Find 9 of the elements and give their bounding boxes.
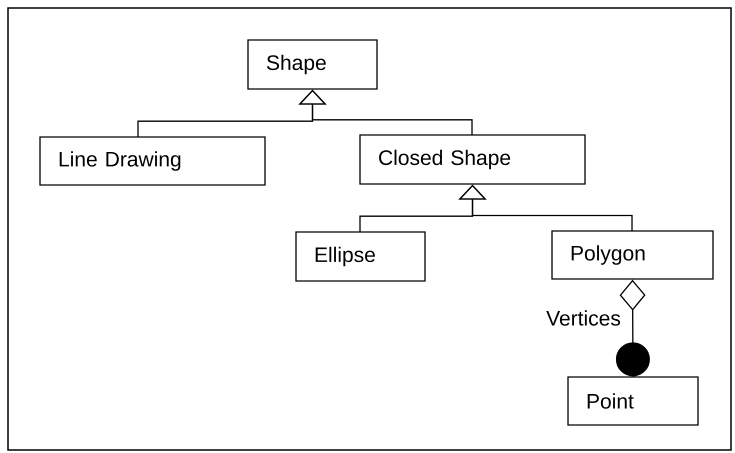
inheritance-arrow [298,90,473,135]
class-box: Line Drawing [39,136,266,186]
class-box: Closed Shape [359,134,586,185]
class-box: Point [567,376,699,426]
edge-label: Vertices [545,309,622,327]
inheritance-arrow [458,184,633,231]
class-box: Polygon [551,230,714,280]
class-box: Shape [247,39,378,90]
class-box: Ellipse [295,231,426,282]
